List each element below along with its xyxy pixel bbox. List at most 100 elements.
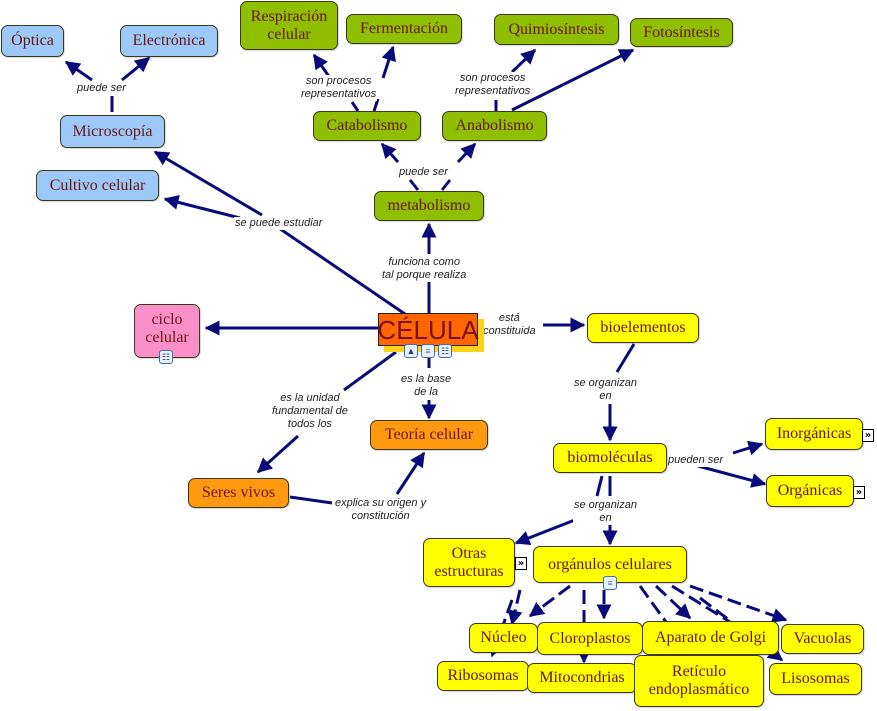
- expand-icon[interactable]: »: [515, 557, 527, 570]
- link-label-line: está: [498, 312, 520, 324]
- arrow-to-quimiosintesis: [510, 48, 537, 74]
- link-label-line: en: [599, 512, 612, 524]
- concept-cloroplastos[interactable]: Cloroplastos: [537, 622, 643, 655]
- concept-map-resource-icon[interactable]: ☷: [438, 344, 452, 358]
- concept-optica[interactable]: Óptica: [1, 25, 64, 57]
- expand-icon[interactable]: »: [853, 486, 865, 499]
- concept-metabolismo[interactable]: metabolismo: [374, 191, 484, 221]
- link-label-line: explica su origen y: [335, 497, 427, 509]
- link-label-puede-ser: puede ser: [76, 82, 127, 95]
- concept-ribosomas[interactable]: Ribosomas: [437, 661, 529, 691]
- arrow-to-microscopia: [153, 150, 263, 217]
- concept-quimiosintesis[interactable]: Quimiosíntesis: [494, 14, 619, 45]
- concept-aparato-golgi[interactable]: Aparato de Golgi: [642, 621, 779, 655]
- concept-line: Otras: [451, 544, 487, 562]
- arrow-to-respiracion: [312, 53, 332, 79]
- link-metabolismo-puede-ser-2: [440, 179, 452, 191]
- link-biomoleculas-organizan: [595, 475, 604, 497]
- arrow-to-anabolismo: [456, 142, 477, 164]
- arrow-to-cultivo: [163, 195, 241, 220]
- document-resource-icon[interactable]: ≡: [421, 344, 435, 358]
- link-label-line: se organizan: [574, 499, 637, 511]
- arrow-to-fermentacion: [381, 45, 396, 79]
- link-label-line: de la: [414, 386, 438, 398]
- link-label-line: es la base: [401, 373, 452, 385]
- concept-line: Retículo: [671, 663, 727, 680]
- link-label-line: tal porque realiza: [382, 269, 467, 281]
- link-label-line: se organizan: [574, 377, 637, 389]
- concept-fermentacion[interactable]: Fermentación: [346, 14, 462, 44]
- link-bioelementos-organizan: [615, 343, 636, 373]
- concept-line: endoplasmático: [648, 681, 750, 698]
- link-label-line: es la unidad: [280, 392, 340, 404]
- concept-bioelementos[interactable]: bioelementos: [587, 313, 699, 343]
- concept-biomoleculas[interactable]: biomoléculas: [553, 443, 667, 473]
- link-label-line: funciona como: [388, 256, 460, 268]
- concept-map-resource-icon[interactable]: ☷: [159, 350, 173, 364]
- link-label-line: son procesos: [305, 75, 372, 87]
- link-label-line: en: [599, 390, 612, 402]
- concept-cultivo-celular[interactable]: Cultivo celular: [36, 170, 159, 201]
- concept-line: Respiración: [250, 7, 328, 25]
- link-label-line: constituida: [483, 325, 536, 337]
- link-label-line: constitución: [351, 510, 410, 522]
- concept-nucleo[interactable]: Núcleo: [469, 623, 538, 653]
- link-label-se-puede-estudiar: se puede estudiar: [234, 217, 324, 230]
- link-label-pueden-ser: pueden ser: [667, 454, 725, 467]
- concept-vacuolas[interactable]: Vacuolas: [781, 624, 864, 654]
- arrow-to-electronica: [121, 56, 151, 82]
- link-label-puede-ser-meta: puede ser: [398, 166, 449, 179]
- concept-line: celular: [267, 25, 311, 43]
- link-celula-unidad: [343, 350, 397, 392]
- concept-organulos-celulares[interactable]: orgánulos celulares: [533, 546, 687, 583]
- concept-catabolismo[interactable]: Catabolismo: [313, 111, 421, 141]
- arrow-explica-to-teoria: [395, 451, 426, 495]
- concept-inorganicas[interactable]: Inorgánicas: [765, 418, 863, 450]
- concept-microscopia[interactable]: Microscopía: [60, 115, 165, 148]
- concept-organicas[interactable]: Orgánicas: [766, 475, 854, 507]
- arrow-to-seres-vivos: [256, 434, 300, 474]
- concept-line: estructuras: [434, 562, 504, 580]
- concept-line: celular: [145, 329, 189, 346]
- arrow-to-inorganicas: [732, 440, 764, 456]
- expand-icon[interactable]: »: [862, 429, 874, 442]
- link-metabolismo-puede-ser: [408, 179, 420, 191]
- concept-celula[interactable]: CÉLULA: [377, 313, 479, 346]
- link-label-line: representativos: [455, 85, 531, 97]
- concept-anabolismo[interactable]: Anabolismo: [442, 111, 547, 141]
- concept-teoria-celular[interactable]: Teoría celular: [370, 420, 488, 450]
- concept-electronica[interactable]: Electrónica: [120, 25, 218, 57]
- link-label-line: todos los: [287, 418, 332, 430]
- concept-line: ciclo: [151, 311, 183, 328]
- link-catabolismo-procesos-2: [372, 98, 380, 112]
- link-seres-explica: [289, 495, 333, 505]
- link-catabolismo-procesos: [350, 101, 360, 112]
- concept-lisosomas[interactable]: Lisosomas: [769, 663, 862, 695]
- arrow-to-fotosintesis: [511, 48, 635, 112]
- link-celula-se-puede-estudiar: [269, 220, 406, 316]
- concept-seres-vivos[interactable]: Seres vivos: [188, 478, 289, 508]
- concept-mitocondrias[interactable]: Mitocondrias: [527, 663, 637, 693]
- arrow-to-optica: [64, 60, 93, 82]
- image-resource-icon[interactable]: ▲: [404, 344, 418, 358]
- link-label-line: fundamental de: [272, 405, 348, 417]
- concept-fotosintesis[interactable]: Fotosíntesis: [630, 18, 733, 47]
- document-resource-icon[interactable]: ≡: [603, 576, 617, 590]
- arrow-to-organicas: [697, 464, 767, 488]
- arrow-to-catabolismo: [380, 142, 400, 163]
- link-label-line: son procesos: [459, 72, 526, 84]
